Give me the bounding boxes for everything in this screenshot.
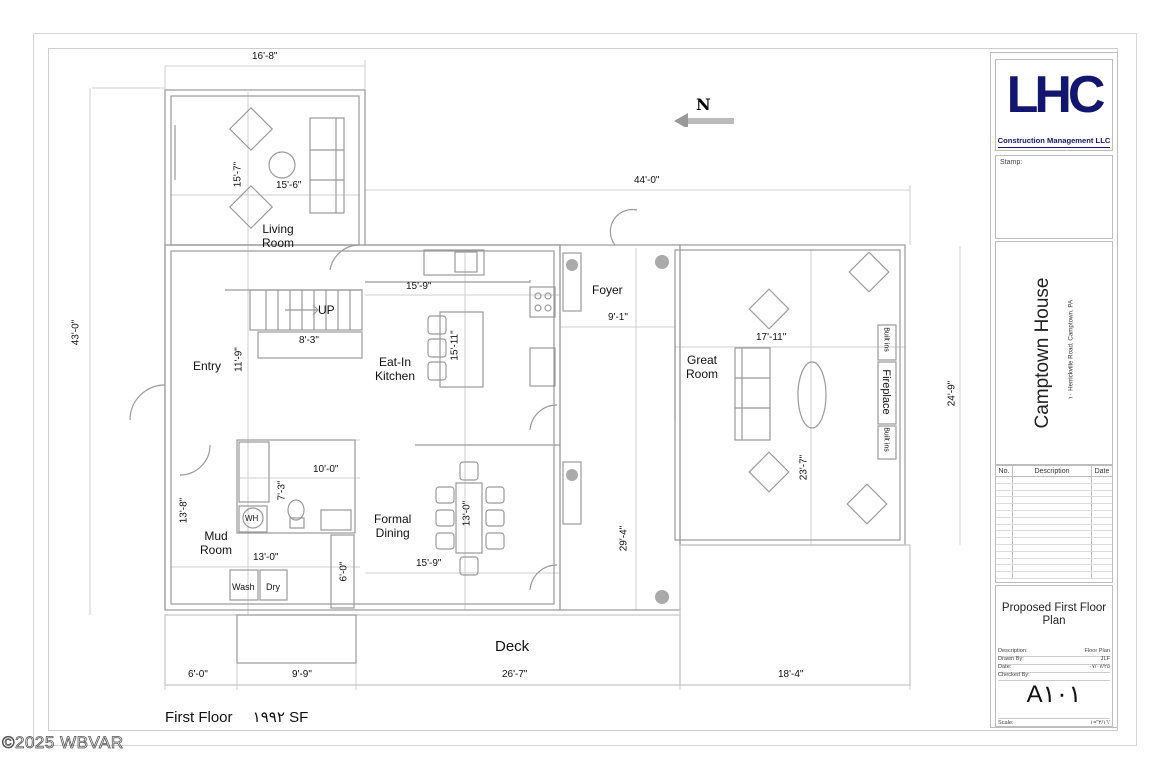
room-label-formal-dining: Formal Dining xyxy=(374,512,412,540)
company-name: Construction Management LLC xyxy=(997,136,1111,145)
sheet-outer-border xyxy=(33,33,1137,746)
north-arrow-icon xyxy=(674,113,734,129)
date-row: Date: ٠٧/٠٧/٢٥ xyxy=(998,664,1110,673)
checked-by-row: Checked By: xyxy=(998,672,1110,681)
built-ins-bottom-label: Built ins xyxy=(882,427,890,452)
dim-bottom-3: 26'-7" xyxy=(502,669,528,680)
company-logo: LHC Construction Management LLC xyxy=(995,59,1113,151)
sheet-info-box: Proposed First Floor Plan Description: F… xyxy=(995,585,1113,727)
floor-area: ١٩٩٢ SF xyxy=(252,709,309,726)
room-label-great-room: Great Room xyxy=(686,353,719,381)
copyright-watermark: ©2025 WBVAR xyxy=(2,733,124,753)
room-label-deck: Deck xyxy=(495,638,530,655)
dim-stair-width: 8'-3" xyxy=(299,335,319,346)
dim-overall-top-right: 44'-0" xyxy=(634,175,660,186)
project-address: ١٠ Herrickville Road, Camptown, PA xyxy=(1067,299,1075,400)
sheet-number: A١٠١ xyxy=(1026,681,1082,708)
stamp-label: Stamp: xyxy=(1000,159,1023,166)
dim-bottom-2: 9'-9" xyxy=(292,669,312,680)
logo-letters: LHC xyxy=(1006,66,1106,124)
room-label-foyer: Foyer xyxy=(592,283,623,297)
dim-mud-width: 13'-0" xyxy=(253,552,279,563)
dim-mud-height: 13'-8" xyxy=(178,497,190,524)
dim-overall-top-left: 16'-8" xyxy=(252,51,278,62)
north-label: N xyxy=(696,95,711,114)
floor-title: First Floor ١٩٩٢ SF xyxy=(165,708,308,726)
stairs-up-label: UP xyxy=(318,303,335,317)
rev-header-date: Date xyxy=(1091,466,1112,477)
dim-overall-left: 43'-0" xyxy=(70,319,82,346)
drawn-by-row: Drawn By: JLF xyxy=(998,656,1110,665)
room-label-entry: Entry xyxy=(193,359,222,373)
room-label-mud-room: Mud Room xyxy=(200,529,233,557)
water-heater-label: WH xyxy=(245,514,259,523)
description-row: Description: Floor Plan xyxy=(998,648,1110,657)
built-ins-top-label: Built ins xyxy=(882,327,890,352)
rev-header-description: Description xyxy=(1012,466,1092,477)
room-label-kitchen: Eat-In Kitchen xyxy=(375,355,416,383)
dim-overall-right: 24'-9" xyxy=(946,380,958,407)
dim-kitchen-height: 15'-11" xyxy=(449,330,461,361)
project-name: Camptown House xyxy=(1032,277,1053,429)
sheet-title: Proposed First Floor Plan xyxy=(1001,602,1107,627)
revision-table: No. Description Date xyxy=(995,465,1113,583)
title-block: LHC Construction Management LLC Stamp: C… xyxy=(990,52,1118,728)
dim-kitchen-width: 15'-9" xyxy=(406,281,432,292)
floor-title-text: First Floor xyxy=(165,709,233,726)
stamp-box: Stamp: xyxy=(995,155,1113,239)
dim-entry-height: 11'-9" xyxy=(233,347,245,372)
dim-bottom-1: 6'-0" xyxy=(188,669,208,680)
scale-row: Scale: ٣/١٦"=١' xyxy=(998,718,1110,726)
dim-dining-height: 13'-0" xyxy=(461,500,473,527)
dim-bath-width: 10'-0" xyxy=(313,464,339,475)
dryer-label: Dry xyxy=(266,582,280,592)
dim-hall-height: 29'-4" xyxy=(618,525,630,552)
logo-underline xyxy=(998,147,1110,148)
room-label-living: Living Room xyxy=(262,222,295,250)
washer-label: Wash xyxy=(232,582,255,592)
north-arrow: N xyxy=(672,95,736,132)
dim-great-height: 23'-7" xyxy=(798,454,810,481)
dim-living-height: 15'-7" xyxy=(232,161,244,188)
fireplace-label: Fireplace xyxy=(880,369,892,415)
dim-foyer-width: 9'-1" xyxy=(608,312,628,323)
dim-dining-width: 15'-9" xyxy=(416,558,442,569)
revision-rows xyxy=(996,476,1112,579)
dim-bottom-4: 18'-4" xyxy=(778,669,804,680)
dim-living-width: 15'-6" xyxy=(276,180,302,191)
rev-header-no: No. xyxy=(996,466,1013,477)
dim-great-width: 17'-11" xyxy=(756,332,787,343)
dim-closet-height: 6'-0" xyxy=(338,561,350,582)
project-box: Camptown House ١٠ Herrickville Road, Cam… xyxy=(995,241,1113,465)
dim-bath-height: 7'-3" xyxy=(276,480,288,501)
